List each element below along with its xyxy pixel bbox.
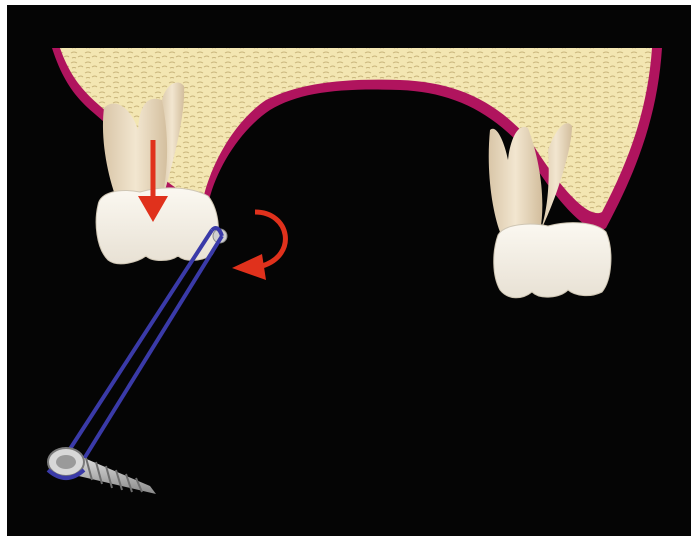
curved-arrow-icon (232, 212, 285, 280)
mini-screw-icon (48, 448, 156, 494)
elastic-chain (68, 228, 222, 462)
